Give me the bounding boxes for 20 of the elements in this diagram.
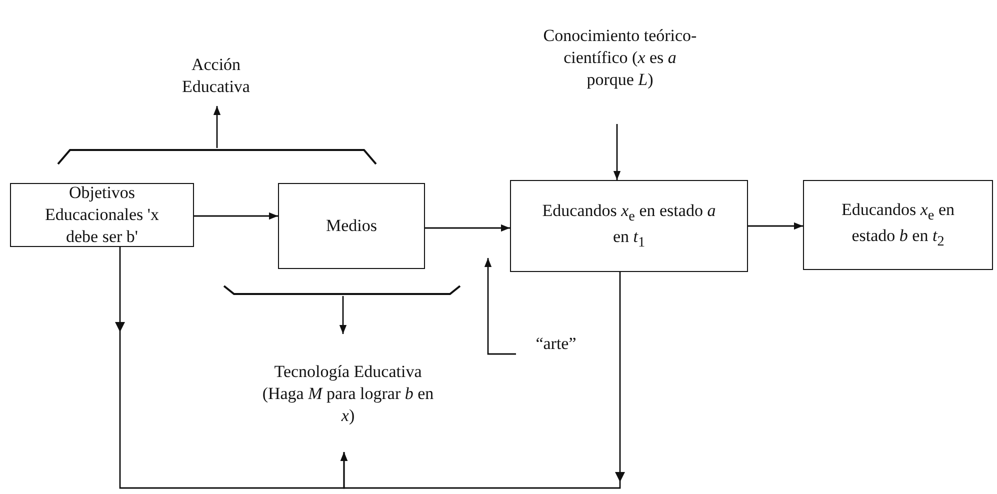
process-box (278, 183, 425, 269)
arrow (213, 106, 221, 148)
arrow (339, 296, 347, 334)
arrow (484, 258, 516, 355)
box-text: Educandos x$_{e}$ en estado b en t$_{2}$ (840, 199, 956, 251)
arrow (613, 124, 621, 180)
arrow (748, 222, 803, 230)
annotation-text: “arte” (536, 332, 576, 355)
annotation-text: Acción Educativa (181, 54, 251, 98)
arrow (194, 212, 278, 220)
process-box (510, 180, 748, 272)
arrow (340, 272, 621, 489)
box-text: Objetivos Educacionales 'x debe ser b' (44, 182, 160, 248)
annotation-text: Conocimiento teórico-científico (x es a porque L) (542, 24, 698, 92)
box-text: Educandos x$_{e}$ en estado a en t$_{1}$ (541, 200, 717, 252)
process-box (803, 180, 993, 270)
annotation-text: Tecnología Educativa (Haga M para lograr b en x) (261, 360, 435, 428)
arrow (425, 224, 510, 232)
process-box (10, 183, 194, 247)
box-text: Medios (326, 214, 377, 237)
